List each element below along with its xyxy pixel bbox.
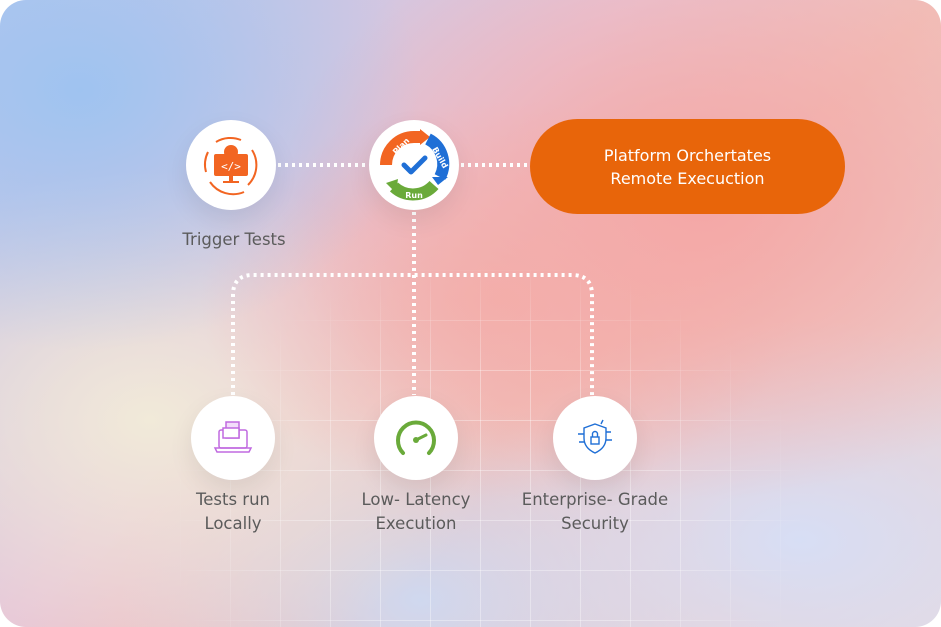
platform-line1: Platform Orchertates [603, 145, 772, 165]
platform-line2: Remote Execuction [610, 168, 765, 188]
tests-run-locally-node [191, 396, 275, 480]
shield-lock-icon [578, 419, 612, 454]
plan-build-run-node: Plan Build Run [369, 120, 459, 210]
svg-text:</>: </> [221, 160, 241, 173]
speedometer-icon [396, 420, 436, 455]
low-latency-node [374, 396, 458, 480]
connector-branch [231, 273, 594, 395]
trigger-tests-node: </> [186, 120, 276, 210]
monitor-code-gear-icon: </> [204, 137, 258, 196]
enterprise-security-node [553, 396, 637, 480]
trigger-tests-label: Trigger Tests [182, 230, 286, 249]
laptop-document-icon [213, 421, 253, 453]
svg-text:Run: Run [405, 191, 423, 200]
platform-orchestrates-pill: Platform Orchertates Remote Execuction [530, 119, 845, 214]
background-grid [180, 270, 800, 627]
plan-build-run-cycle-icon: Plan Build Run [380, 129, 450, 201]
